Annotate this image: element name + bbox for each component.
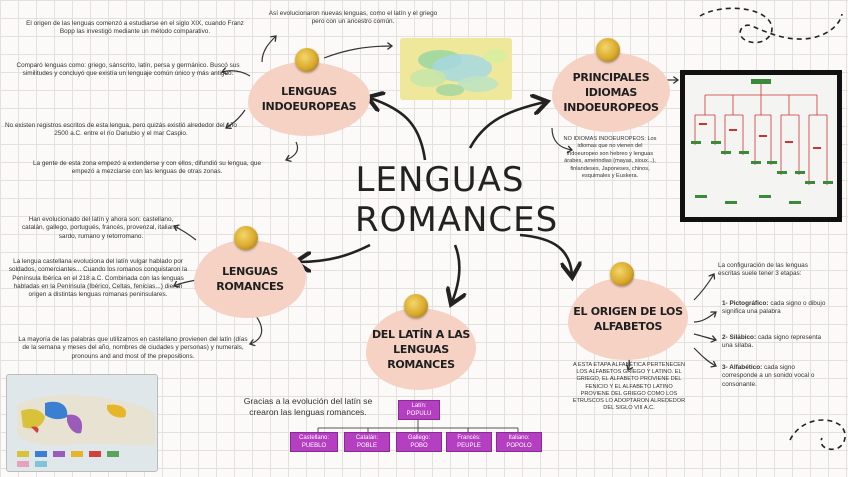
text-mayoria: La mayoría de las palabras que utilizamo… <box>18 336 248 360</box>
tree-node-catalan: Catalán: POBLE <box>344 432 390 452</box>
text-no-idiomas: NO IDIOMAS INDOEUROPEOS: Los idiomas que… <box>563 136 657 180</box>
text-configuracion: La configuración de las lenguas escritas… <box>718 262 808 278</box>
text-comparo: Comparó lenguas como: griego, sánscrito,… <box>16 62 240 78</box>
tree-node-gallego: Gallego: POBO <box>396 432 442 452</box>
text-castellana: La lengua castellana evoluciona del latí… <box>8 258 188 299</box>
text-han-evolucionado: Han evolucionado del latín y ahora son: … <box>21 216 181 240</box>
dashed-doodle-icon <box>789 419 846 451</box>
text-origen-siglo: El origen de las lenguas comenzó a estud… <box>26 20 244 36</box>
stage-silabico: 2- Silábico: cada signo representa una s… <box>722 334 822 350</box>
tree-node-latin: Latín: POPULU <box>398 400 440 420</box>
main-title-line1: LENGUAS <box>355 160 525 200</box>
pushpin-icon <box>404 294 428 318</box>
spiral-doodle-icon <box>699 7 843 44</box>
arrow-to-latin <box>452 244 459 302</box>
arrow-to-indoeuropeas <box>370 98 427 161</box>
node-del-latin[interactable]: DEL LATÍN A LAS LENGUAS ROMANCES <box>366 308 476 390</box>
stage-pictografico: 1- Pictográfico: cada signo o dibujo sig… <box>722 300 826 316</box>
node-lenguas-romances[interactable]: LENGUAS ROMANCES <box>194 240 306 318</box>
tree-node-castellano: Castellano: PUEBLO <box>290 432 338 452</box>
pushpin-icon <box>596 38 620 62</box>
text-evolucionaron: Así evolucionaron nuevas lenguas, como e… <box>268 10 438 26</box>
pushpin-icon <box>234 226 258 250</box>
arrow-to-principales <box>468 102 545 149</box>
text-gente-zona: La gente de esta zona empezó a extenders… <box>32 160 262 176</box>
text-registros: No existen registros escritos de esta le… <box>5 122 237 138</box>
romance-languages-map-image <box>6 374 158 472</box>
main-title-line2: ROMANCES <box>355 200 559 240</box>
arrow-to-alfabetos <box>519 233 572 275</box>
language-tree-image <box>680 70 842 222</box>
main-title: LENGUAS ROMANCES <box>355 160 559 240</box>
stage-alfabetico: 3- Alfabético: cada signo corresponde a … <box>722 364 815 388</box>
text-etapa: A ESTA ETAPA ALFABÉTICA PERTENECEN LOS A… <box>572 362 686 412</box>
tree-node-italiano: Italiano: POPOLO <box>496 432 542 452</box>
arrow-to-romances <box>298 243 371 262</box>
node-principales-idiomas[interactable]: PRINCIPALES IDIOMAS INDOEUROPEOS <box>552 52 670 132</box>
pushpin-icon <box>295 48 319 72</box>
node-origen-alfabetos[interactable]: EL ORIGEN DE LOS ALFABETOS <box>568 278 688 360</box>
node-lenguas-indoeuropeas[interactable]: LENGUAS INDOEUROPEAS <box>248 62 370 136</box>
tree-node-frances: Francés: PEUPLE <box>446 432 492 452</box>
pushpin-icon <box>610 262 634 286</box>
indoeuropean-map-image <box>400 38 512 100</box>
text-gracias: Gracias a la evolución del latín se crea… <box>243 396 373 417</box>
